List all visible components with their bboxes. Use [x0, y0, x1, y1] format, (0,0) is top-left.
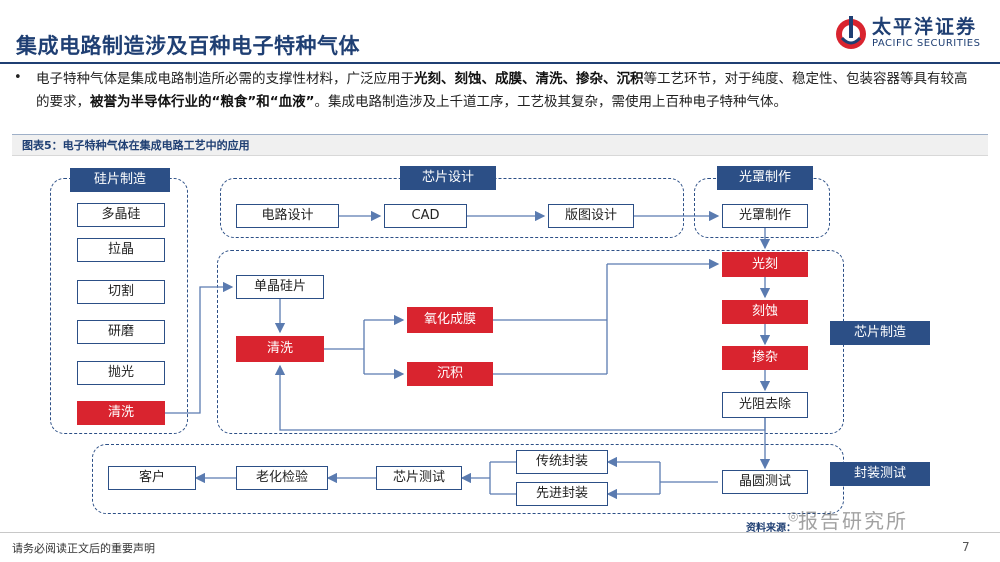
header-mask-making: 光罩制作: [717, 166, 813, 190]
step-wafer-cleaning: 清洗: [77, 401, 165, 425]
intro-bold-2: 被誉为半导体行业的“粮食”和“血液”: [90, 94, 315, 110]
step-polysilicon: 多晶硅: [77, 203, 165, 227]
step-oxidation-film: 氧化成膜: [407, 307, 493, 333]
title-divider: [0, 62, 1000, 64]
company-logo: 太平洋证券 PACIFIC SECURITIES: [834, 10, 994, 58]
pacific-logo-icon: [836, 16, 866, 49]
step-slicing: 切割: [77, 280, 165, 304]
wechat-icon: ◎: [788, 509, 799, 523]
step-deposition: 沉积: [407, 362, 493, 386]
figure-caption: 图表5：电子特种气体在集成电路工艺中的应用: [22, 139, 250, 152]
step-aging-inspection: 老化检验: [236, 466, 328, 490]
step-wafer-test: 晶圆测试: [722, 470, 808, 494]
header-chip-design: 芯片设计: [400, 166, 496, 190]
logo-english-name: PACIFIC SECURITIES: [872, 38, 981, 49]
header-wafer-manufacturing: 硅片制造: [70, 168, 170, 192]
step-polishing: 抛光: [77, 361, 165, 385]
step-cad: CAD: [384, 204, 467, 228]
step-doping: 掺杂: [722, 346, 808, 370]
step-customer: 客户: [108, 466, 196, 490]
bullet-marker: •: [14, 70, 22, 85]
source-note: 资料来源：: [746, 523, 796, 534]
step-photoresist-removal: 光阻去除: [722, 392, 808, 418]
figure-caption-bar: 图表5：电子特种气体在集成电路工艺中的应用: [12, 134, 988, 156]
header-chip-fabrication: 芯片制造: [830, 321, 930, 345]
step-circuit-design: 电路设计: [236, 204, 339, 228]
page-title: 集成电路制造涉及百种电子特种气体: [16, 34, 360, 58]
step-single-crystal-wafer: 单晶硅片: [236, 275, 324, 299]
step-mask-making: 光罩制作: [722, 204, 808, 228]
step-fab-cleaning: 清洗: [236, 336, 324, 362]
step-etching: 刻蚀: [722, 300, 808, 324]
step-advanced-packaging: 先进封装: [516, 482, 608, 506]
intro-text-2: 等工艺环节，对于纯度、稳定性、包装容器等具有较高的要求，: [36, 71, 968, 110]
page-number: 7: [962, 540, 970, 554]
step-chip-test: 芯片测试: [376, 466, 462, 490]
watermark-text: 报告研究所: [798, 509, 908, 533]
step-traditional-packaging: 传统封装: [516, 450, 608, 474]
footer-divider: [0, 532, 1000, 533]
footer-disclaimer: 请务必阅读正文后的重要声明: [12, 542, 155, 555]
logo-chinese-name: 太平洋证券: [872, 16, 978, 38]
step-layout-design: 版图设计: [548, 204, 634, 228]
intro-bold-1: 光刻、刻蚀、成膜、清洗、掺杂、沉积: [414, 71, 644, 87]
step-crystal-pulling: 拉晶: [77, 238, 165, 262]
intro-text-3: 。集成电路制造涉及上千道工序，工艺极其复杂，需使用上百种电子特种气体。: [314, 94, 788, 110]
step-grinding: 研磨: [77, 320, 165, 344]
step-lithography: 光刻: [722, 252, 808, 277]
header-packaging-test: 封装测试: [830, 462, 930, 486]
intro-text-1: 电子特种气体是集成电路制造所必需的支撑性材料，广泛应用于: [36, 71, 414, 87]
intro-paragraph: 电子特种气体是集成电路制造所必需的支撑性材料，广泛应用于光刻、刻蚀、成膜、清洗、…: [36, 68, 976, 114]
